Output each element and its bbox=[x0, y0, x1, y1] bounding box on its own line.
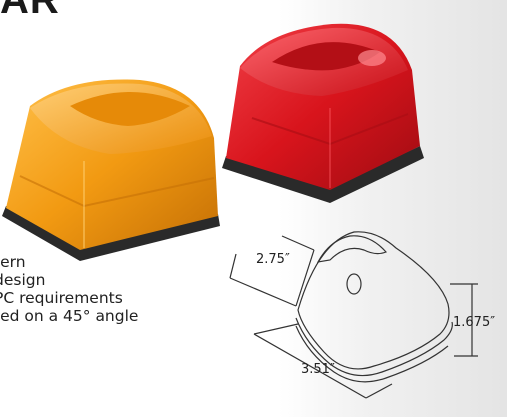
feature-item: design bbox=[0, 271, 46, 289]
feature-item: tern bbox=[0, 253, 26, 271]
amber-lamp-icon bbox=[0, 66, 250, 266]
red-lamp-icon bbox=[212, 18, 432, 208]
width-dimension-label: 2.75″ bbox=[256, 252, 290, 267]
page-title: AR bbox=[0, 0, 60, 22]
dimension-diagram bbox=[226, 226, 507, 417]
feature-item: ted on a 45° angle bbox=[0, 307, 139, 325]
feature-list: tern design PC requirements ted on a 45°… bbox=[0, 253, 138, 325]
feature-item: PC requirements bbox=[0, 289, 123, 307]
length-dimension-label: 3.51″ bbox=[301, 362, 335, 377]
height-dimension-label: 1.675″ bbox=[453, 315, 496, 330]
